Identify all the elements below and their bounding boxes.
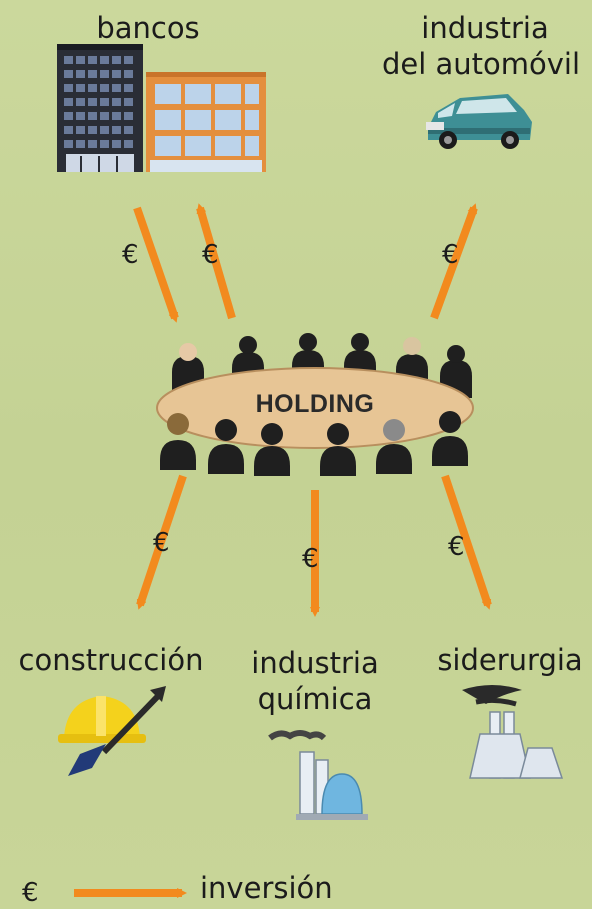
arrow-holding-to-construction bbox=[136, 474, 187, 610]
chemical-plant-icon bbox=[268, 730, 368, 820]
legend-euro-symbol: € bbox=[22, 878, 39, 908]
car-icon bbox=[426, 94, 532, 149]
chemical-label-line2: química bbox=[257, 682, 373, 716]
flow-arrows bbox=[74, 203, 492, 898]
holding-label: HOLDING bbox=[255, 390, 375, 418]
auto-label-line2: del automóvil bbox=[381, 47, 581, 81]
chemical-label-line1: industria bbox=[251, 646, 379, 680]
euro-label-construction: € bbox=[153, 528, 170, 558]
euro-label-steel: € bbox=[448, 532, 465, 562]
arrow-holding-to-banks bbox=[196, 203, 236, 320]
euro-label-chemical: € bbox=[302, 544, 319, 574]
arrow-holding-to-steel bbox=[441, 474, 492, 610]
euro-label-banks-in: € bbox=[122, 240, 139, 270]
holding-meeting-icon bbox=[156, 333, 474, 476]
banks-label: bancos bbox=[96, 11, 200, 45]
auto-label-line1: industria bbox=[421, 11, 549, 45]
arrow-banks-to-holding bbox=[133, 206, 179, 323]
steel-label: siderurgia bbox=[437, 643, 583, 677]
construction-icon bbox=[58, 686, 166, 776]
euro-label-banks-out: € bbox=[202, 240, 219, 270]
legend-label: inversión bbox=[200, 871, 333, 905]
construction-label: construcción bbox=[18, 643, 204, 677]
arrow-holding-to-auto bbox=[430, 203, 478, 320]
banks-building-icon bbox=[57, 44, 266, 172]
steel-mill-icon bbox=[462, 685, 564, 779]
euro-label-auto: € bbox=[442, 240, 459, 270]
